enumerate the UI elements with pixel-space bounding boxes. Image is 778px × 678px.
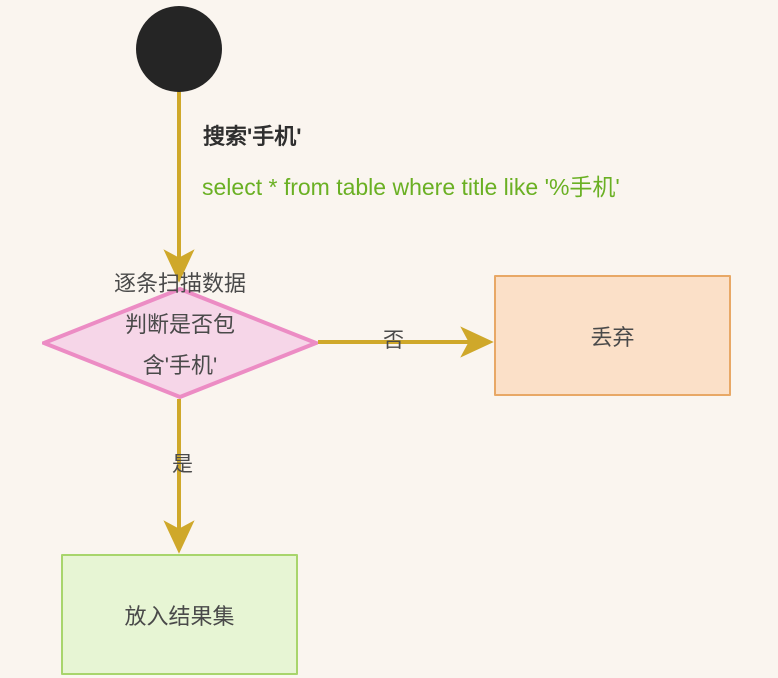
start-node[interactable] — [136, 6, 222, 92]
sql-query-label: select * from table where title like '%手… — [202, 174, 620, 200]
search-label: 搜索'手机' — [203, 124, 302, 149]
edge-label-yes: 是 — [172, 453, 193, 476]
result-node-label: 放入结果集 — [124, 603, 235, 629]
diamond-shape — [42, 287, 318, 399]
result-node[interactable]: 放入结果集 — [61, 554, 298, 675]
discard-node-label: 丢弃 — [590, 324, 635, 350]
discard-node[interactable]: 丢弃 — [494, 275, 731, 396]
decision-node[interactable]: 逐条扫描数据 判断是否包 含'手机' — [42, 271, 318, 399]
edge-label-no: 否 — [383, 329, 404, 352]
